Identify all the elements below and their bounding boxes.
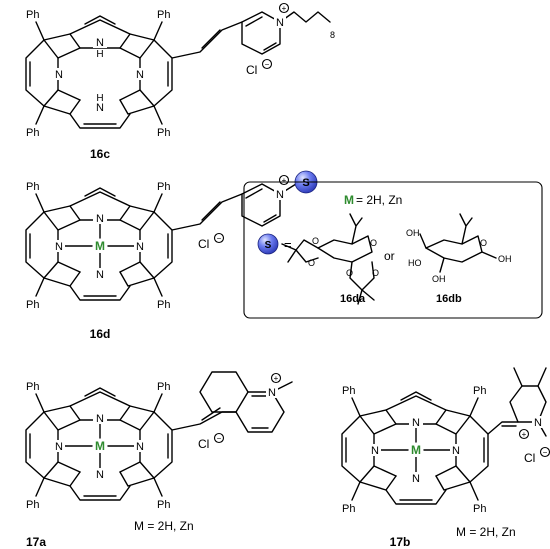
ph-br-17a: Ph bbox=[157, 499, 170, 511]
ph-bl-16c: Ph bbox=[26, 127, 39, 139]
label-16d: 16d bbox=[90, 327, 111, 341]
porphyrin-core-17a bbox=[25, 371, 293, 501]
s-label-16d: S bbox=[302, 177, 309, 189]
ph-bl-16d: Ph bbox=[26, 299, 39, 311]
plus-charge-16c: + bbox=[282, 4, 287, 13]
atom-labels-17b: N N N N M Ph Ph Ph Ph N + Cl − bbox=[342, 385, 550, 515]
n-top-17a: N bbox=[96, 413, 104, 425]
caption-m-17a: M = 2H, Zn bbox=[134, 519, 194, 533]
atom-labels-16c: N H N N H N Ph Ph Ph Ph N + 8 Cl − bbox=[26, 2, 335, 139]
ph-br-16d: Ph bbox=[157, 299, 170, 311]
sugar-16da-structure bbox=[281, 213, 375, 305]
o-4-16da: O bbox=[346, 268, 353, 278]
minus-charge-17b: − bbox=[543, 448, 548, 457]
porphyrin-core-16d bbox=[25, 183, 297, 301]
ho-1-16db: OH bbox=[406, 228, 420, 238]
n-bottom-17b: N bbox=[412, 473, 420, 485]
n-left-17b: N bbox=[371, 445, 379, 457]
n-right-16c: N bbox=[136, 69, 144, 81]
metal-m-17a: M bbox=[95, 439, 105, 453]
n-left-16d: N bbox=[55, 241, 63, 253]
legend-sphere-icon bbox=[257, 233, 279, 255]
legend-box: M = 2H, Zn S = O O O O O or OH HO OH O O… bbox=[243, 181, 543, 319]
n-top-16d: N bbox=[96, 213, 104, 225]
atom-labels-16d: N N N N M Ph Ph Ph Ph N + S Cl − bbox=[26, 170, 318, 311]
n-right-17b: N bbox=[452, 445, 460, 457]
ph-tl-16c: Ph bbox=[26, 9, 39, 21]
h-bottom-16c: H bbox=[96, 93, 103, 104]
n-quinolinium-17a: N bbox=[268, 387, 276, 399]
nh-top-16c: N bbox=[96, 37, 104, 49]
n-isoquinolinium-17b: N bbox=[534, 417, 542, 429]
ph-tr-17a: Ph bbox=[157, 381, 170, 393]
label-16db: 16db bbox=[436, 293, 462, 305]
h-top-16c: H bbox=[96, 49, 103, 60]
label-16da: 16da bbox=[340, 293, 366, 305]
label-17b: 17b bbox=[390, 535, 411, 549]
ph-bl-17b: Ph bbox=[342, 503, 355, 515]
ph-br-16c: Ph bbox=[157, 127, 170, 139]
compound-17a: N N N N M Ph Ph Ph Ph N + Cl − M = 2H, Z… bbox=[25, 371, 293, 549]
ph-tl-17b: Ph bbox=[342, 385, 355, 397]
ph-br-17b: Ph bbox=[473, 503, 486, 515]
n-pyridinium-16d: N bbox=[276, 189, 284, 201]
n-pyridinium-16c: N bbox=[276, 17, 284, 29]
legend-or: or bbox=[384, 249, 395, 263]
ph-tl-17a: Ph bbox=[26, 381, 39, 393]
minus-charge-16d: − bbox=[217, 234, 222, 243]
sugar-16db-structure bbox=[419, 213, 497, 273]
o-2-16da: O bbox=[308, 258, 315, 268]
legend-s-label: S bbox=[265, 240, 272, 251]
o-ring-16db: O bbox=[480, 238, 487, 248]
ph-tl-16d: Ph bbox=[26, 181, 39, 193]
o-5-16da: O bbox=[372, 268, 379, 278]
legend-equals: = bbox=[284, 237, 292, 252]
chain-index-16c: 8 bbox=[330, 30, 335, 40]
o-3-16da: O bbox=[370, 238, 377, 248]
oh-anomeric-16db: OH bbox=[498, 254, 512, 264]
compound-16d: N N N N M Ph Ph Ph Ph N + S Cl − 16d bbox=[25, 170, 318, 341]
ph-bl-17a: Ph bbox=[26, 499, 39, 511]
ph-tr-16d: Ph bbox=[157, 181, 170, 193]
plus-charge-16d: + bbox=[282, 176, 287, 185]
n-bottom-17a: N bbox=[96, 469, 104, 481]
compound-16c: N H N N H N Ph Ph Ph Ph N + 8 Cl − 16c bbox=[25, 2, 335, 161]
cl-17a: Cl bbox=[198, 437, 209, 451]
ph-tr-17b: Ph bbox=[473, 385, 486, 397]
label-16c: 16c bbox=[90, 147, 110, 161]
cl-16c: Cl bbox=[246, 63, 257, 77]
minus-charge-17a: − bbox=[217, 434, 222, 443]
plus-charge-17a: + bbox=[274, 374, 279, 383]
legend-metal-def: = 2H, Zn bbox=[356, 193, 402, 207]
legend-metal-m: M bbox=[344, 193, 354, 207]
porphyrin-core-17b bbox=[341, 367, 547, 505]
metal-m-16d: M bbox=[95, 239, 105, 253]
n-left-16c: N bbox=[55, 69, 63, 81]
n-top-17b: N bbox=[412, 417, 420, 429]
oh-3-16db: OH bbox=[432, 274, 446, 284]
o-1-16da: O bbox=[312, 236, 319, 246]
compound-17b: N N N N M Ph Ph Ph Ph N + Cl − M = 2H, Z… bbox=[341, 367, 550, 549]
plus-charge-17b: + bbox=[522, 430, 527, 439]
atom-labels-17a: N N N N M Ph Ph Ph Ph N + Cl − bbox=[26, 372, 282, 511]
label-17a: 17a bbox=[26, 535, 46, 549]
n-right-16d: N bbox=[136, 241, 144, 253]
ph-tr-16c: Ph bbox=[157, 9, 170, 21]
metal-m-17b: M bbox=[411, 443, 421, 457]
ho-2-16db: HO bbox=[408, 258, 422, 268]
n-bottom-16d: N bbox=[96, 269, 104, 281]
cl-17b: Cl bbox=[524, 451, 535, 465]
caption-m-17b: M = 2H, Zn bbox=[456, 525, 516, 539]
n-right-17a: N bbox=[136, 441, 144, 453]
nh-bottom-16c: N bbox=[96, 102, 104, 114]
porphyrin-core-16c bbox=[25, 11, 331, 129]
minus-charge-16c: − bbox=[265, 60, 270, 69]
cl-16d: Cl bbox=[198, 237, 209, 251]
n-left-17a: N bbox=[55, 441, 63, 453]
